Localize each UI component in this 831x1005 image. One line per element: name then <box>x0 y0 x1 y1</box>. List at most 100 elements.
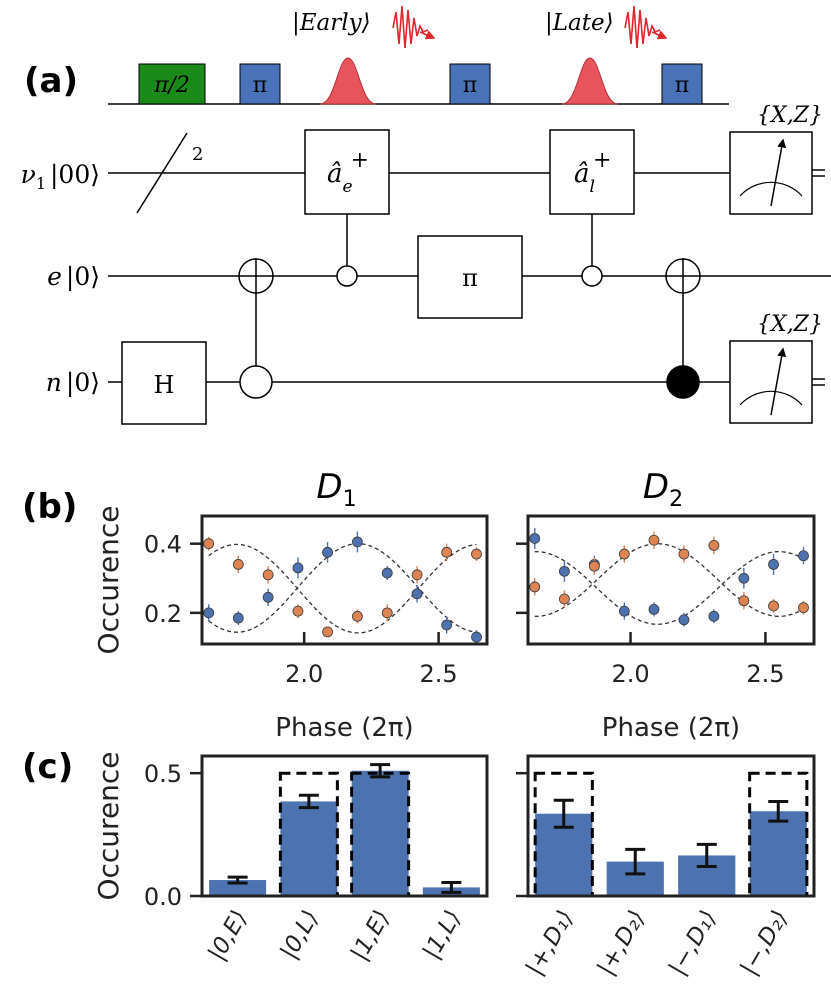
data-point <box>678 548 690 560</box>
a-late-label: âl+ <box>574 148 611 197</box>
data-point <box>529 581 541 593</box>
data-point <box>798 602 809 614</box>
chart-title: D1 <box>316 467 356 512</box>
category-label: |1,L⟩ <box>418 906 466 964</box>
chart-title-sub: 1 <box>343 487 357 512</box>
early-label: |Early⟩ <box>292 10 371 36</box>
pulse-pi-block-2 <box>449 63 491 105</box>
category-label: |−,D₁⟩ <box>664 906 722 980</box>
category-label: |0,E⟩ <box>204 906 253 965</box>
data-point <box>708 540 720 551</box>
fit-curve-0 <box>208 543 477 633</box>
wire-label-e: e|0⟩ <box>47 262 100 292</box>
data-point <box>232 559 244 570</box>
data-point <box>738 595 750 607</box>
measurement-label-2: {X,Z} <box>757 312 823 337</box>
late-emission-pulse <box>561 57 619 105</box>
x-tick-label: 2.0 <box>285 660 323 688</box>
plot-frame <box>526 514 816 646</box>
category-label: |−,D₂⟩ <box>736 906 794 980</box>
a-late-gate <box>549 129 635 215</box>
data-point <box>262 569 274 581</box>
fit-curve-1 <box>208 543 477 634</box>
meter-arc-2-icon <box>739 390 803 406</box>
y-tick-label: 0.2 <box>144 600 182 628</box>
y-tick-label: 0.0 <box>144 883 182 911</box>
measurement-box-2 <box>729 340 813 424</box>
early-photon-wave-icon <box>392 5 429 49</box>
chart-title-sub: 2 <box>669 487 683 512</box>
hadamard-gate <box>121 341 207 425</box>
category-label: |+,D₂⟩ <box>593 906 651 980</box>
data-point <box>203 607 215 619</box>
pulse-pi-block-3 <box>661 63 703 105</box>
late-photon-arrow-icon <box>651 30 668 40</box>
category-label: |0,L⟩ <box>276 906 324 964</box>
x-axis-label: Phase (2π) <box>602 713 740 743</box>
data-point <box>441 546 453 558</box>
data-point <box>411 588 423 600</box>
x-axis-label: Phase (2π) <box>275 713 413 743</box>
x-tick-label: 2.5 <box>420 660 458 688</box>
data-point <box>322 626 333 638</box>
y-tick-label: 0.4 <box>144 531 182 559</box>
plot-frame <box>200 754 489 898</box>
bus-slash <box>136 132 188 214</box>
data-point <box>471 548 482 560</box>
bar <box>209 880 267 896</box>
data-point <box>738 572 750 584</box>
data-point <box>768 559 779 570</box>
plot-frame <box>200 514 489 646</box>
x-tick-label: 2.5 <box>746 660 784 688</box>
pulse-pi-half-label: π/2 <box>153 73 190 98</box>
data-point <box>471 631 482 643</box>
pulse-pi-label-2: π <box>463 73 477 98</box>
pi-gate <box>417 235 523 319</box>
pulse-pi-label-3: π <box>675 73 689 98</box>
measurement-box-1 <box>729 131 813 215</box>
data-point <box>648 534 660 546</box>
data-point <box>411 569 423 581</box>
measurement-label-1: {X,Z} <box>757 103 823 128</box>
data-point <box>768 600 779 612</box>
data-point <box>618 605 630 617</box>
panel-label-a: (a) <box>24 61 78 101</box>
pulse-pi-block-1 <box>239 63 281 105</box>
meter-needle-1-icon <box>770 138 787 207</box>
late-photon-wave-icon <box>624 5 661 49</box>
pulse-pi-label-1: π <box>253 73 267 98</box>
fit-curve-1 <box>534 543 804 617</box>
data-point <box>648 604 660 615</box>
data-point <box>529 533 541 544</box>
x-tick-label: 2.0 <box>611 660 649 688</box>
chart-title-main: D <box>316 467 342 507</box>
wire-label-nu1: ν1|00⟩ <box>21 160 100 193</box>
fit-curve-0 <box>534 550 804 625</box>
data-point <box>292 605 304 617</box>
pulse-sequence: π/2 π π π |Early⟩ |Late⟩ <box>108 5 729 105</box>
data-point <box>232 612 244 624</box>
data-point <box>678 614 690 626</box>
data-point <box>441 619 453 631</box>
data-point <box>708 610 720 622</box>
wire-label-n: n|0⟩ <box>46 368 100 398</box>
pulse-pi-half-block <box>138 63 206 105</box>
quantum-circuit: ν1|00⟩ e|0⟩ n|0⟩ 2 H âe+ π âl+ <box>21 103 831 425</box>
chart-bars-pm: |+,D₁⟩|+,D₂⟩|−,D₁⟩|−,D₂⟩ <box>516 754 816 980</box>
a-early-open-control-icon <box>336 265 358 287</box>
meter-needle-2-icon <box>770 347 787 416</box>
y-tick-label: 0.5 <box>144 760 182 788</box>
a-early-label: âe+ <box>327 148 369 197</box>
data-point <box>559 593 570 605</box>
data-point <box>292 562 304 574</box>
category-label: |1,E⟩ <box>346 906 395 965</box>
panel-label-b: (b) <box>22 487 77 527</box>
data-point <box>381 567 393 579</box>
early-photon-arrow-icon <box>419 30 436 40</box>
cnot-1-open-control-icon <box>239 365 273 399</box>
data-point <box>262 591 274 603</box>
a-early-gate <box>304 129 390 215</box>
